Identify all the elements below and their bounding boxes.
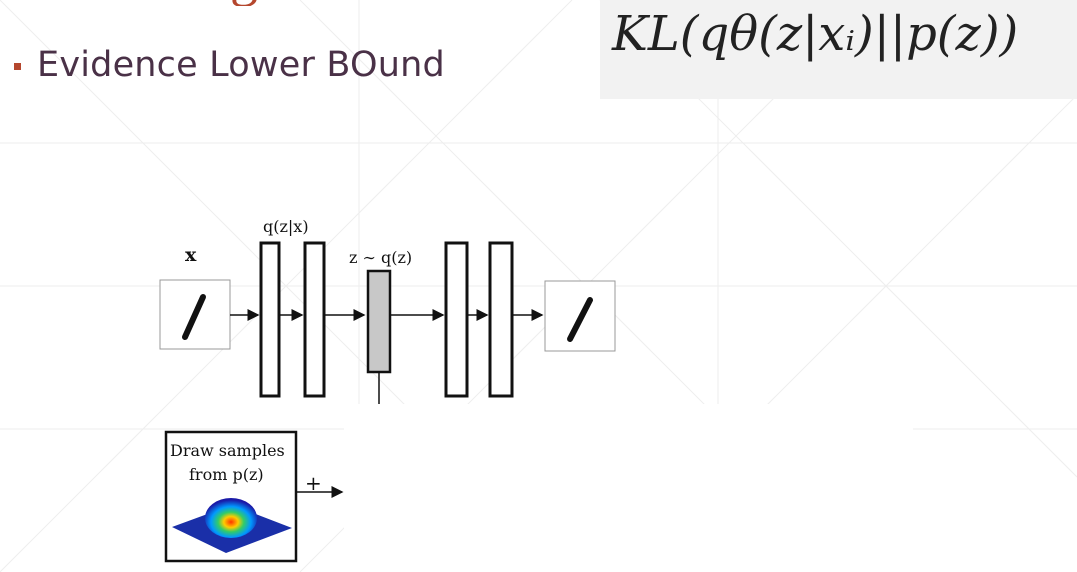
encoder-label: q(z|x) [263,217,309,236]
input-digit-image [159,279,231,350]
gaussian-peak-icon [205,498,257,538]
sampler-label-line1: Draw samples [170,441,285,460]
latent-label: z ∼ q(z) [349,248,413,267]
input-label: x [185,244,197,266]
bullet-item: Evidence Lower BOund [14,43,445,87]
kl-formula: KL(qθ(z|xᵢ)||p(z)) [612,6,1019,62]
decoder-layer-1 [444,241,469,398]
output-digit-image [544,280,616,352]
plus-sign: + [305,471,322,495]
decoder-layer-2 [488,241,514,398]
bullet-text: Evidence Lower BOund [37,45,445,85]
formula-box [600,0,1077,99]
encoder-layer-2 [303,241,326,398]
encoder-layer-1 [259,241,281,398]
bullet-square-icon [14,62,21,70]
sampler-box [164,430,298,563]
latent-layer [366,269,392,374]
occluding-panel [344,404,913,572]
sampler-label-line2: from p(z) [189,465,264,484]
slide-title-fragment: g [230,0,350,6]
